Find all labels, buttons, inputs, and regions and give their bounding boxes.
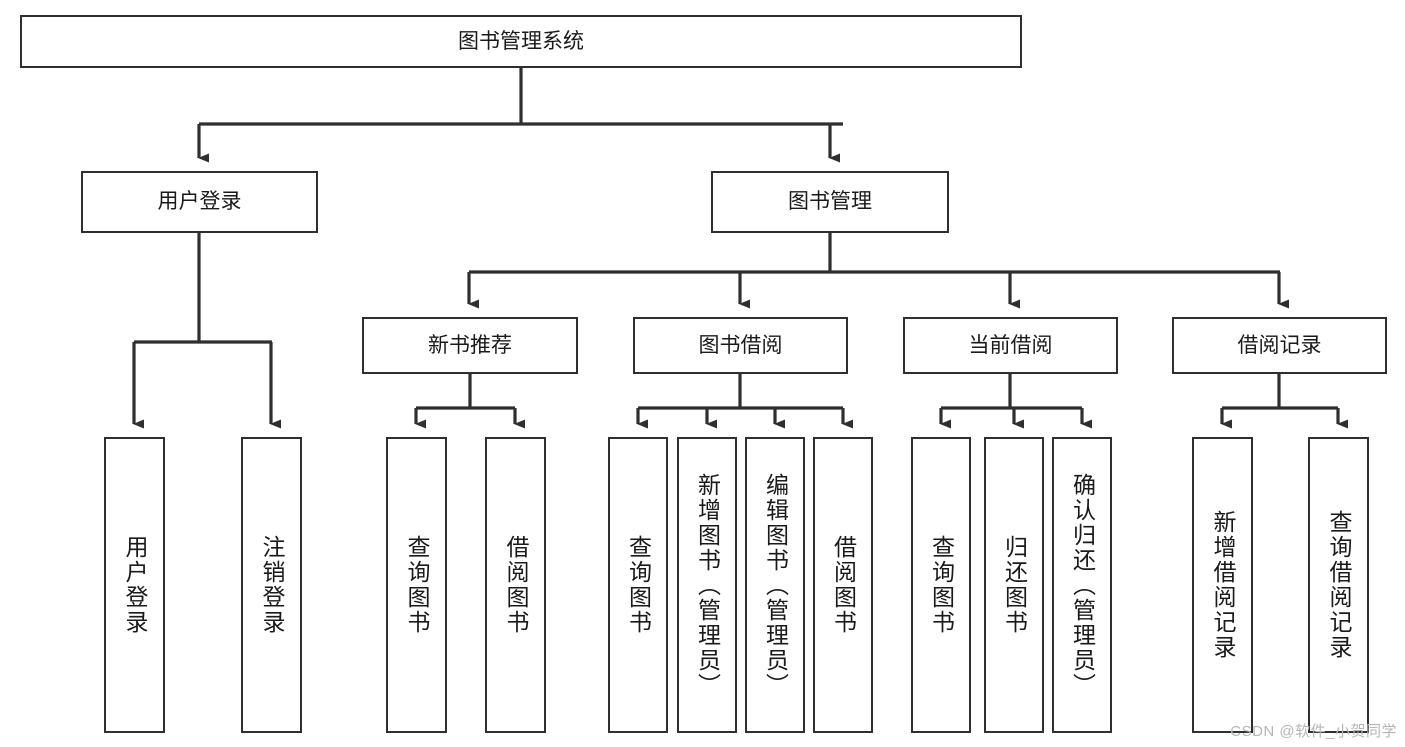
leaf-logout-label: 注销登录 — [259, 535, 285, 635]
node-book-borrow-label: 图书借阅 — [698, 333, 783, 357]
leaf-return-book-label: 归还图书 — [1001, 535, 1028, 635]
leaf-return-book[interactable]: 归还图书 — [984, 437, 1044, 733]
leaf-query-book-borrow[interactable]: 查询图书 — [608, 437, 668, 733]
leaf-borrow-book[interactable]: 借阅图书 — [813, 437, 873, 733]
leaf-user-login[interactable]: 用户登录 — [104, 437, 165, 733]
leaf-borrow-book-rec-label: 借阅图书 — [503, 535, 529, 635]
leaf-query-borrow-record-label: 查询借阅记录 — [1326, 510, 1352, 660]
leaf-add-borrow-record-label: 新增借阅记录 — [1210, 510, 1236, 660]
leaf-logout[interactable]: 注销登录 — [241, 437, 302, 733]
csdn-watermark: CSDN @软件_小贺同学 — [1230, 723, 1397, 740]
leaf-add-book-admin[interactable]: 新增图书（管理员） — [677, 437, 737, 733]
leaf-borrow-book-label: 借阅图书 — [830, 535, 857, 635]
leaf-confirm-return-admin[interactable]: 确认归还（管理员） — [1052, 437, 1112, 733]
node-user-login[interactable]: 用户登录 — [81, 171, 318, 233]
leaf-add-book-admin-label: 新增图书（管理员） — [694, 472, 721, 698]
leaf-edit-book-admin[interactable]: 编辑图书（管理员） — [745, 437, 805, 733]
node-borrow-record[interactable]: 借阅记录 — [1172, 317, 1387, 374]
leaf-query-book-borrow-label: 查询图书 — [625, 535, 652, 635]
leaf-query-borrow-record[interactable]: 查询借阅记录 — [1308, 437, 1369, 733]
node-new-book-rec-label: 新书推荐 — [428, 333, 512, 357]
leaf-add-borrow-record[interactable]: 新增借阅记录 — [1192, 437, 1253, 733]
leaf-borrow-book-rec[interactable]: 借阅图书 — [485, 437, 546, 733]
leaf-query-book-rec[interactable]: 查询图书 — [386, 437, 447, 733]
node-root[interactable]: 图书管理系统 — [20, 15, 1022, 68]
node-borrow-record-label: 借阅记录 — [1237, 333, 1322, 357]
leaf-confirm-return-admin-label: 确认归还（管理员） — [1069, 472, 1096, 698]
node-book-manage[interactable]: 图书管理 — [711, 171, 949, 233]
node-current-borrow[interactable]: 当前借阅 — [903, 317, 1118, 374]
leaf-query-book-current[interactable]: 查询图书 — [911, 437, 971, 733]
leaf-user-login-label: 用户登录 — [122, 535, 148, 635]
leaf-query-book-current-label: 查询图书 — [928, 535, 955, 635]
leaf-query-book-rec-label: 查询图书 — [404, 535, 430, 635]
node-user-login-label: 用户登录 — [157, 190, 242, 214]
node-root-label: 图书管理系统 — [458, 29, 584, 53]
node-book-borrow[interactable]: 图书借阅 — [633, 317, 848, 374]
node-new-book-rec[interactable]: 新书推荐 — [362, 317, 578, 374]
node-current-borrow-label: 当前借阅 — [968, 333, 1053, 357]
leaf-edit-book-admin-label: 编辑图书（管理员） — [762, 472, 789, 698]
node-book-manage-label: 图书管理 — [788, 190, 872, 214]
